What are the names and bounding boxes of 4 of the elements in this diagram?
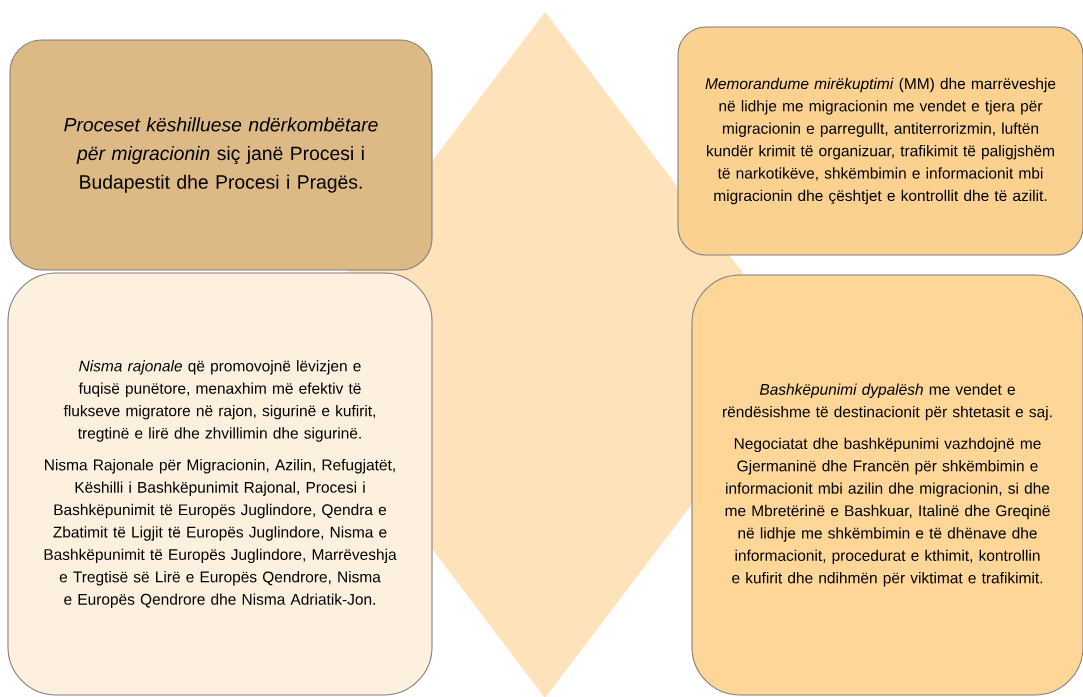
rounded-box: Nisma rajonale që promovojnë lëvizjen e fuqisë punëtore, menaxhim më efektiv të flukseve migratore në rajon, sigurinë e kufirit, tregtinë e lirë dhe zhvillimin dhe sigurinë. Nisma Rajonale për Migracionin, Azilin, Refugjatët, Këshilli i Bashkëpunimit Rajonal, Procesi i Bashkëpunimit të Europës Juglindore, Qendra e Zbatimit të Ligjit të Europës Juglindore, Nisma e Bashkëpunimit të Europës Juglindore, Marrëveshja e Tregtisë së Lirë e Europës Qendrore, Nisma e Europës Qendrore dhe Nisma Adriatik-Jon. (7, 272, 433, 696)
rounded-box: Memorandume mirëkuptimi (MM) dhe marrëveshje në lidhje me migracionin me vendet e tjera për migracionin e parregullt, antiterrorizmin, luftën kundër krimit të organizuar, trafikimit të paligjshëm të narkotikëve, shkëmbimin e informacionit mbi migracionin dhe çështjet e kontrollit dhe të azilit. (677, 26, 1083, 256)
rounded-box: Proceset këshilluese ndërkombëtare për migracionin siç janë Procesi i Budapestit dhe Procesi i Pragës. (9, 39, 433, 271)
rounded-box: Bashkëpunimi dypalësh me vendet e rëndësishme të destinacionit për shtetasit e saj. Negociatat dhe bashkëpunimi vazhdojnë me Gjermaninë dhe Francën për shkëmbimin e informacionit mbi azilin dhe migracionin, si dhe me Mbretërinë e Bashkuar, Italinë dhe Greqinë në lidhje me shkëmbimin e të dhënave dhe informacionit, procedurat e kthimit, kontrollin e kufirit dhe ndihmën për viktimat e trafikimit. (691, 274, 1083, 696)
